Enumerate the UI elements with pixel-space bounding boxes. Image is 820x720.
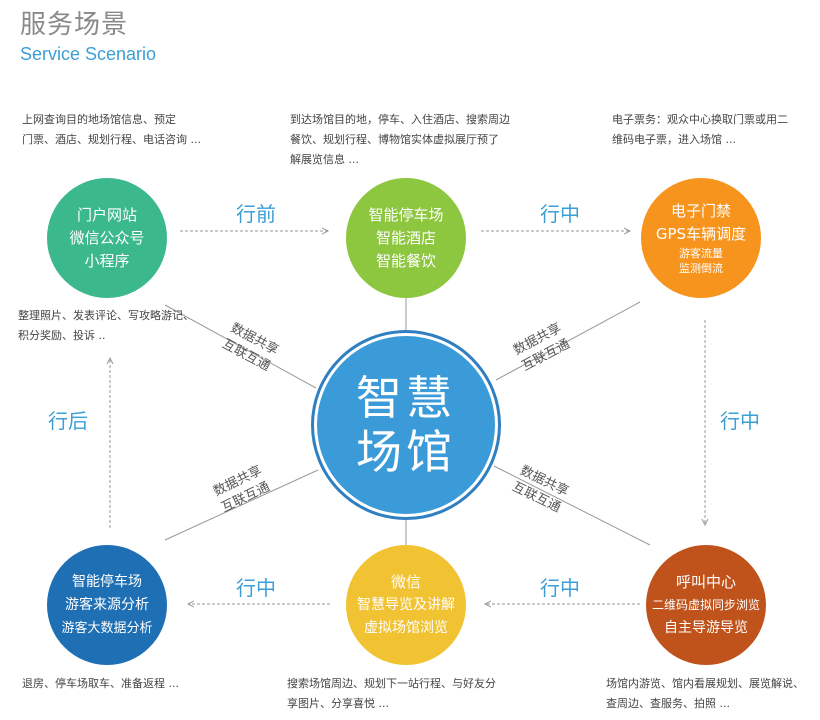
- page-subtitle: Service Scenario: [20, 44, 157, 64]
- stage-before: 行前: [236, 202, 276, 226]
- spoke-line-lower-left: [164, 469, 319, 541]
- desc-mid-left: 整理照片、发表评论、写攻略游记、 积分奖励、投诉 ..: [18, 309, 194, 342]
- node-access-control: 电子门禁 GPS车辆调度 游客流量 监测倒流: [641, 178, 761, 298]
- spoke-line-lower-right: [493, 465, 651, 546]
- stage-during-bottom-left: 行中: [236, 576, 276, 600]
- desc-bottom-left: 退房、停车场取车、准备返程 ...: [22, 677, 179, 690]
- node-portal: 门户网站 微信公众号 小程序: [47, 178, 167, 298]
- spoke-line-upper-right: [495, 301, 641, 381]
- hub-smart-venue: 智慧 场馆: [317, 336, 495, 514]
- stage-during-right: 行中: [720, 409, 760, 433]
- node-smart-parking-top: 智能停车场 智能酒店 智能餐饮: [346, 178, 466, 298]
- desc-top-right: 电子票务：观众中心换取门票或用二 维码电子票，进入场馆 ...: [612, 113, 788, 146]
- stage-during-top: 行中: [540, 202, 580, 226]
- page-title: 服务场景: [20, 10, 129, 40]
- stage-after: 行后: [48, 409, 88, 433]
- desc-top-left: 上网查询目的地场馆信息、预定 门票、酒店、规划行程、电话咨询 ...: [22, 113, 201, 146]
- desc-top-center: 到达场馆目的地，停车、入住酒店、搜索周边 餐饮、规划行程、博物馆实体虚拟展厅预了…: [290, 113, 510, 166]
- spoke-line-upper-left: [164, 304, 317, 389]
- desc-bottom-center: 搜索场馆周边、规划下一站行程、与好友分 享图片、分享喜悦 ...: [287, 677, 496, 710]
- stage-during-bottom-right: 行中: [540, 576, 580, 600]
- node-call-center: 呼叫中心 二维码虚拟同步浏览 自主导游导览: [646, 545, 766, 665]
- desc-bottom-right: 场馆内游览、馆内看展规划、展览解说、 查周边、查服务、拍照 ...: [606, 677, 804, 710]
- node-visitor-analytics: 智能停车场 游客来源分析 游客大数据分析: [47, 545, 167, 665]
- node-smart-guide: 微信 智慧导览及讲解 虚拟场馆浏览: [346, 545, 466, 665]
